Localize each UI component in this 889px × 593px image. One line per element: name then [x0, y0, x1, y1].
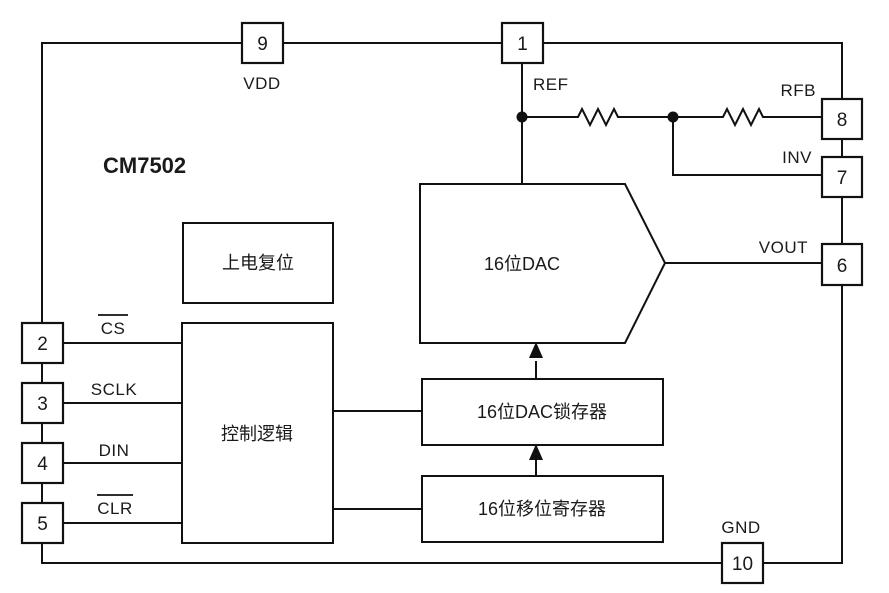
pin-3-number: 3 — [37, 394, 48, 415]
ref-label: REF — [533, 75, 569, 94]
cs-label: CS — [101, 319, 126, 338]
pin-2-number: 2 — [37, 334, 48, 355]
gnd-label: GND — [721, 518, 760, 537]
pin-boxes: 9 1 8 7 6 10 2 3 4 — [20, 21, 864, 585]
pin-9-box — [240, 21, 285, 65]
pin-5-box — [20, 501, 65, 545]
function-blocks: 上电复位 控制逻辑 16位DAC 16位DAC锁存器 16位移位寄存器 — [181, 183, 667, 544]
dac-block — [419, 183, 667, 344]
pin-4-number: 4 — [37, 454, 48, 475]
pin-2-box — [20, 321, 65, 365]
pin-6-number: 6 — [837, 256, 848, 277]
clr-label: CLR — [97, 499, 133, 518]
pin-10-box — [720, 541, 765, 585]
inv-wire — [672, 117, 822, 176]
pin-7-box — [820, 155, 864, 199]
rfb-junction-dot — [667, 111, 679, 123]
shift-register-block — [421, 475, 664, 543]
latch-to-dac-arrowhead-icon — [529, 342, 543, 358]
vdd-label: VDD — [243, 74, 280, 93]
signal-labels: VDD REF RFB INV VOUT GND CS SCLK DIN CLR… — [91, 74, 816, 537]
pin-8-box — [820, 97, 864, 141]
din-label: DIN — [99, 441, 130, 460]
pin-5-number: 5 — [37, 514, 48, 535]
pin-1-number: 1 — [517, 34, 528, 55]
control-logic-label: 控制逻辑 — [221, 424, 293, 444]
chip-name-label: CM7502 — [103, 153, 186, 178]
inv-label: INV — [782, 148, 812, 167]
sclk-label: SCLK — [91, 380, 138, 399]
dac-label: 16位DAC — [484, 254, 560, 274]
pin-7-number: 7 — [837, 168, 848, 189]
rfb-label: RFB — [781, 81, 817, 100]
pin-10-number: 10 — [732, 554, 753, 575]
pin-8-number: 8 — [837, 110, 848, 131]
vout-label: VOUT — [759, 238, 808, 257]
pin-3-box — [20, 381, 65, 425]
pin-9-number: 9 — [257, 34, 268, 55]
dac-latch-block — [421, 378, 664, 446]
pin-4-box — [20, 441, 65, 485]
dac-latch-label: 16位DAC锁存器 — [477, 402, 607, 422]
ref-junction-dot — [516, 111, 528, 123]
pin-6-box — [820, 242, 864, 287]
shift-to-latch-arrowhead-icon — [529, 444, 543, 460]
power-on-reset-block — [182, 222, 334, 304]
shift-register-label: 16位移位寄存器 — [478, 499, 606, 519]
control-logic-block — [181, 322, 334, 544]
power-on-reset-label: 上电复位 — [222, 253, 294, 273]
pin-1-box — [500, 21, 545, 65]
